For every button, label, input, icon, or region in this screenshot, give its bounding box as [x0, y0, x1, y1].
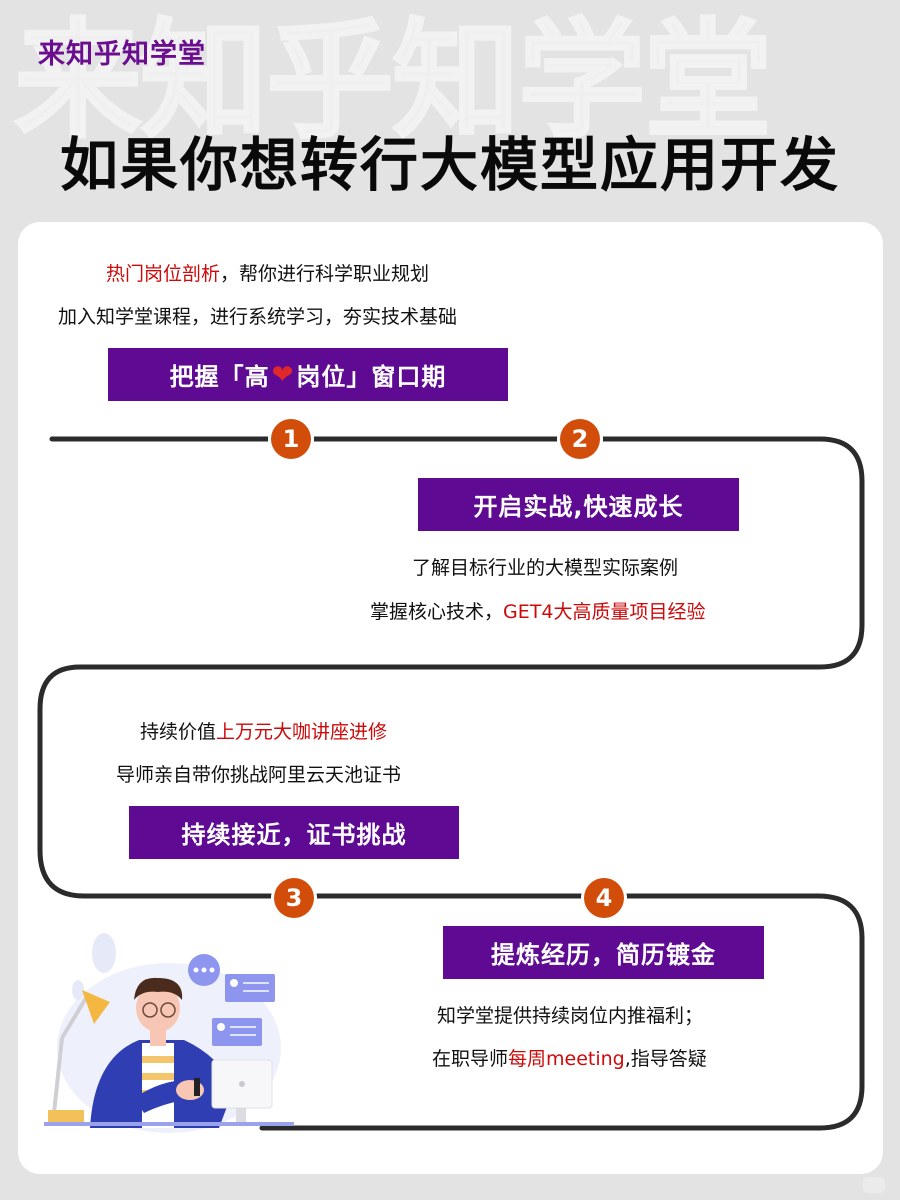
body-text: 了解目标行业的大模型实际案例	[412, 557, 679, 579]
page-title: 如果你想转行大模型应用开发	[59, 131, 840, 199]
highlight-text: 上万元大咖讲座进修	[216, 721, 388, 743]
step-badge-4: 4	[584, 878, 624, 918]
step-badge-2: 2	[560, 419, 600, 459]
brand-label: 来知乎知学堂	[38, 39, 206, 70]
step-number: 2	[571, 425, 589, 453]
banner-text: 把握「高	[169, 363, 270, 391]
step3-line1: 持续价值上万元大咖讲座进修	[140, 717, 387, 744]
body-text: ,指导答疑	[624, 1048, 707, 1070]
step1-line1: 热门岗位剖析，帮你进行科学职业规划	[106, 259, 429, 286]
step3-line2: 导师亲自带你挑战阿里云天池证书	[116, 760, 401, 787]
step-badge-3: 3	[274, 878, 314, 918]
step1-line2: 加入知学堂课程，进行系统学习，夯实技术基础	[58, 302, 457, 329]
banner-text: 岗位」窗口期	[296, 363, 447, 391]
heart-icon: ❤	[271, 359, 295, 390]
step2-line1: 了解目标行业的大模型实际案例	[412, 553, 678, 580]
highlight-text: GET4大高质量项目经验	[503, 601, 706, 623]
body-text: 知学堂提供持续岗位内推福利；	[437, 1005, 704, 1027]
banner-text: 持续接近，证书挑战	[181, 821, 407, 849]
step3-banner: 持续接近，证书挑战	[129, 806, 459, 859]
step4-banner: 提炼经历，简历镀金	[443, 926, 764, 979]
body-text: 加入知学堂课程，进行系统学习，夯实技术基础	[58, 306, 458, 328]
step-badge-1: 1	[271, 419, 311, 459]
body-text: 掌握核心技术，	[370, 601, 504, 623]
step-number: 3	[285, 884, 303, 912]
camera-icon	[863, 1177, 885, 1193]
banner-text: 开启实战,快速成长	[473, 493, 684, 521]
body-text: 持续价值	[140, 721, 217, 743]
step4-line2: 在职导师每周meeting,指导答疑	[432, 1044, 707, 1071]
body-text: ，帮你进行科学职业规划	[220, 263, 430, 285]
person-checking-watch-illustration	[44, 933, 294, 1133]
step4-line1: 知学堂提供持续岗位内推福利；	[437, 1001, 703, 1028]
step2-banner: 开启实战,快速成长	[418, 478, 739, 531]
body-text: 在职导师	[432, 1048, 509, 1070]
watermark-text: 来知乎知学堂	[13, 7, 773, 156]
step-number: 4	[595, 884, 613, 912]
highlight-text: 热门岗位剖析	[106, 263, 221, 285]
highlight-text: 每周meeting	[508, 1048, 625, 1070]
step1-banner: 把握「高❤岗位」窗口期	[108, 348, 508, 401]
banner-text: 提炼经历，简历镀金	[491, 941, 716, 969]
step2-line2: 掌握核心技术，GET4大高质量项目经验	[370, 597, 705, 624]
body-text: 导师亲自带你挑战阿里云天池证书	[116, 764, 402, 786]
step-number: 1	[282, 425, 300, 453]
